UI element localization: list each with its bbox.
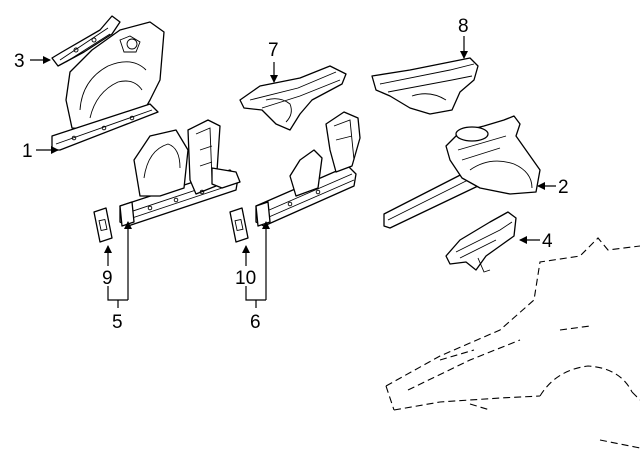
part-1-left-apron-assembly <box>51 21 165 151</box>
leader-lines <box>30 36 556 308</box>
part-4-bracket <box>445 211 517 273</box>
callout-3: 3 <box>14 51 25 72</box>
part-8-upper-rail <box>371 57 479 115</box>
callout-2: 2 <box>558 177 569 198</box>
part-5-left-rail-assembly <box>119 119 241 227</box>
callout-4: 4 <box>542 231 553 252</box>
callout-1: 1 <box>22 141 33 162</box>
callout-8: 8 <box>458 16 469 37</box>
callout-6: 6 <box>250 312 261 333</box>
part-2-right-apron-assembly <box>383 115 541 229</box>
callout-5: 5 <box>112 312 123 333</box>
fender-outline <box>385 237 640 449</box>
part-7-upper-rail <box>239 65 347 131</box>
part-10-reinforcement-plate <box>229 207 249 243</box>
callout-7: 7 <box>268 40 279 61</box>
part-9-reinforcement-plate <box>93 207 113 243</box>
part-3-upper-bracket <box>51 15 121 67</box>
callout-10: 10 <box>235 268 256 289</box>
part-6-right-rail-assembly <box>255 111 361 227</box>
callout-9: 9 <box>102 268 113 289</box>
